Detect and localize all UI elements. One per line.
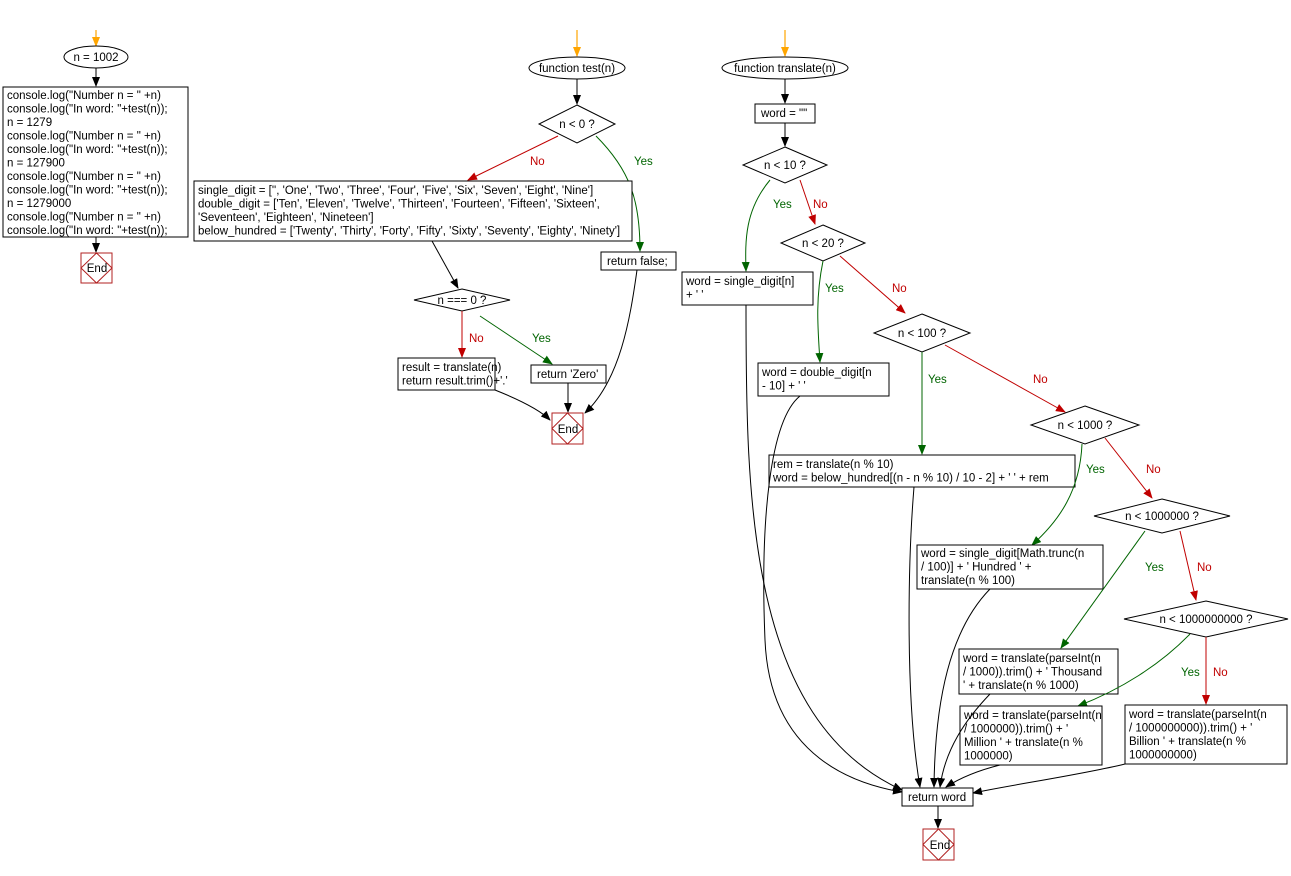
main-start-label: n = 1002 (73, 52, 118, 64)
svg-text:return false;: return false; (607, 256, 668, 268)
svg-text:word = translate(parseInt(n: word = translate(parseInt(n / 1000000)).… (963, 710, 1105, 763)
translate-single-digit (681, 271, 814, 306)
test-end-node: End (551, 412, 584, 445)
svg-text:return 'Zero': return 'Zero' (537, 369, 598, 381)
svg-text:rem = translate(n % 10) wo: rem = translate(n % 10) word = below_hun… (772, 459, 1049, 485)
svg-text:word = "": word = "" (760, 108, 807, 120)
label-no: No (1033, 374, 1048, 386)
svg-text:n < 1000000 ?: n < 1000000 ? (1125, 511, 1199, 523)
svg-text:n === 0 ?: n === 0 ? (438, 295, 487, 307)
svg-text:n < 20 ?: n < 20 ? (802, 238, 844, 250)
translate-hundred-block (916, 544, 1104, 590)
svg-text:return word: return word (908, 792, 966, 804)
main-console-block (2, 86, 189, 238)
svg-text:word = translate(parseInt(n: word = translate(parseInt(n / 1000000000… (1128, 709, 1270, 762)
translate-cond-lt-10 (741, 146, 829, 184)
main-end-node: End (80, 252, 113, 284)
label-yes: Yes (1181, 667, 1200, 679)
translate-end-node: End (922, 828, 955, 861)
label-yes: Yes (1086, 464, 1105, 476)
translate-cond-lt-1000 (1029, 405, 1141, 445)
svg-text:n < 10 ?: n < 10 ? (764, 160, 806, 172)
label-yes: Yes (928, 374, 947, 386)
test-start-label: function test(n) (539, 63, 615, 75)
label-no: No (813, 199, 828, 211)
test-result-block (397, 357, 496, 391)
label-no: No (1213, 667, 1228, 679)
label-no: No (1197, 562, 1212, 574)
translate-double-digit (757, 362, 890, 397)
translate-million-block (959, 705, 1103, 766)
svg-text:n < 1000000000 ?: n < 1000000000 ? (1159, 614, 1252, 626)
label-no: No (530, 156, 545, 168)
svg-text:End: End (87, 263, 107, 275)
translate-rem-block (768, 454, 1076, 488)
svg-text:n < 1000 ?: n < 1000 ? (1058, 420, 1113, 432)
svg-text:word = translate(parseInt(n: word = translate(parseInt(n / 1000)).tri… (962, 653, 1105, 692)
main-code-lines: console.log("Number n = " +n) console.lo… (7, 90, 171, 237)
svg-text:n < 100 ?: n < 100 ? (898, 328, 946, 340)
svg-text:End: End (558, 424, 578, 436)
label-yes: Yes (825, 283, 844, 295)
translate-cond-lt-1m (1093, 498, 1231, 534)
label-yes: Yes (773, 199, 792, 211)
label-no: No (469, 333, 484, 345)
translate-thousand-block (958, 648, 1119, 695)
svg-text:End: End (930, 840, 950, 852)
translate-billion-block (1124, 704, 1288, 765)
label-yes: Yes (532, 333, 551, 345)
test-arrays-block (193, 180, 633, 242)
svg-text:result = translate(n) retu: result = translate(n) return result.trim… (402, 362, 508, 388)
label-yes: Yes (1145, 562, 1164, 574)
svg-text:n < 0 ?: n < 0 ? (559, 119, 595, 131)
label-no: No (1146, 464, 1161, 476)
svg-text:word = double_digit[n - 10: word = double_digit[n - 10] + ' ' (761, 367, 875, 393)
label-no: No (892, 283, 907, 295)
test-arrays-text: single_digit = ['', 'One', 'Two', 'Three… (198, 185, 620, 238)
test-cond-lt-zero (537, 104, 617, 144)
label-yes: Yes (634, 156, 653, 168)
translate-start-label: function translate(n) (734, 63, 836, 75)
svg-text:word = single_digit[n] + ': word = single_digit[n] + ' ' (685, 276, 798, 302)
svg-text:word = single_digit[Math.trunc: word = single_digit[Math.trunc(n / 100)]… (920, 548, 1088, 587)
test-return-false (600, 251, 677, 271)
